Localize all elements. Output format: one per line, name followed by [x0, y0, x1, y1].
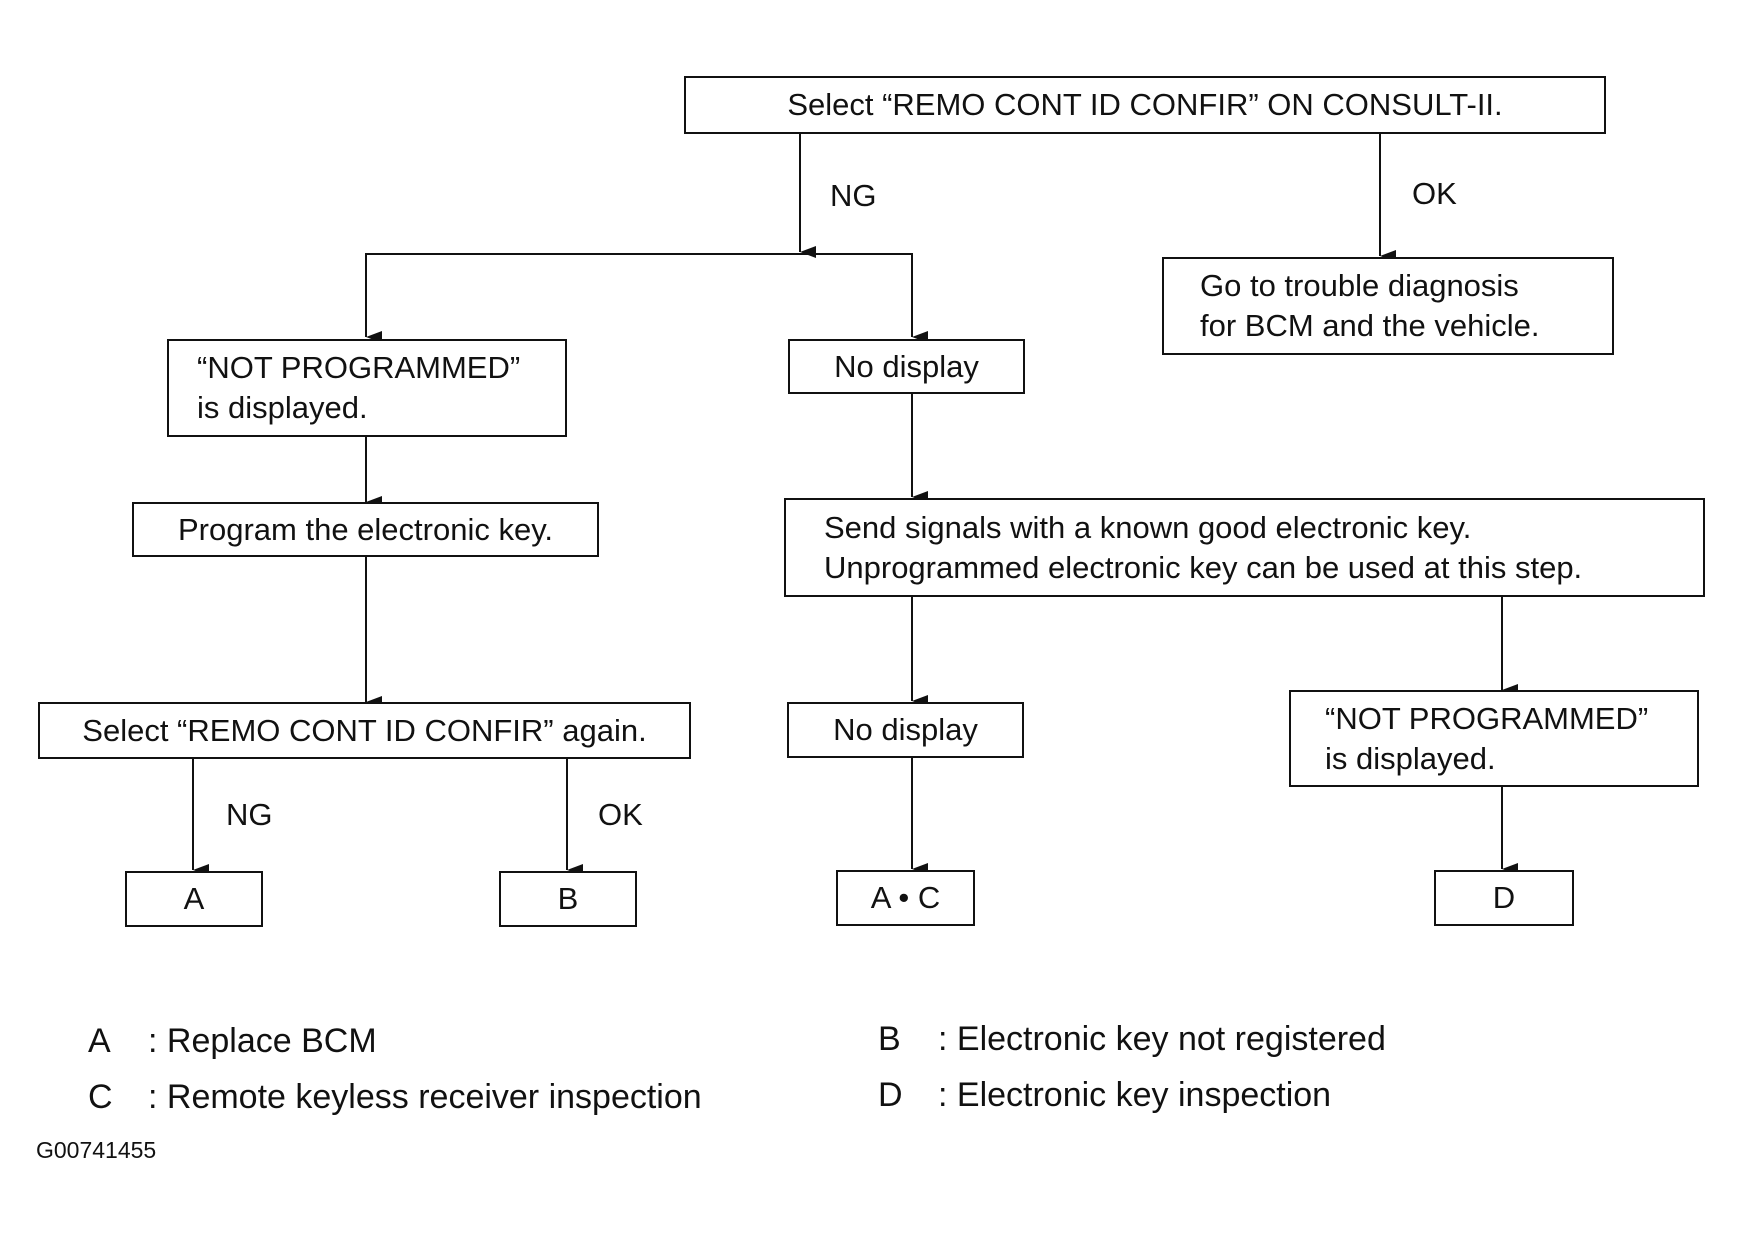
not-programmed-box-1: “NOT PROGRAMMED” is displayed.	[167, 339, 567, 437]
not-programmed-box-2: “NOT PROGRAMMED” is displayed.	[1289, 690, 1699, 787]
not-programmed-2-line-1: “NOT PROGRAMMED”	[1325, 700, 1649, 736]
legend-key-b: B	[878, 1020, 901, 1058]
ng-split-line	[365, 253, 913, 336]
no-display-1-text: No display	[834, 348, 979, 384]
ng-label-bottom: NG	[226, 797, 273, 832]
not-programmed-1-line-1: “NOT PROGRAMMED”	[197, 350, 521, 385]
legend-text-a: : Replace BCM	[148, 1022, 377, 1060]
legend-key-d: D	[878, 1076, 903, 1114]
no-display-2-text: No display	[833, 712, 978, 747]
start-box-text: Select “REMO CONT ID CONFIR” ON CONSULT-…	[787, 87, 1503, 122]
program-key-box: Program the electronic key.	[132, 502, 599, 557]
legend-key-c: C	[88, 1078, 113, 1116]
send-signals-line-2: Unprogrammed electronic key can be used …	[824, 549, 1583, 585]
start-box: Select “REMO CONT ID CONFIR” ON CONSULT-…	[684, 76, 1606, 134]
result-b-box: B	[499, 871, 637, 927]
legend-text-b: : Electronic key not registered	[938, 1020, 1386, 1058]
legend-text-d: : Electronic key inspection	[938, 1076, 1332, 1114]
legend-key-a: A	[88, 1022, 111, 1060]
send-signals-box: Send signals with a known good electroni…	[784, 498, 1705, 597]
figure-code: G00741455	[36, 1137, 157, 1163]
result-d-box: D	[1434, 870, 1574, 926]
result-ac-text: A • C	[870, 880, 941, 915]
legend-text-c: : Remote keyless receiver inspection	[148, 1078, 702, 1116]
ok-branch-line-1: Go to trouble diagnosis	[1200, 268, 1519, 303]
result-b-text: B	[557, 881, 579, 916]
ok-label-top: OK	[1412, 176, 1457, 211]
ok-branch-box: Go to trouble diagnosis for BCM and the …	[1162, 257, 1614, 355]
not-programmed-2-line-2: is displayed.	[1325, 740, 1496, 776]
program-key-text: Program the electronic key.	[177, 511, 554, 547]
result-d-text: D	[1492, 880, 1516, 915]
select-again-box: Select “REMO CONT ID CONFIR” again.	[38, 702, 691, 759]
not-programmed-1-line-2: is displayed.	[197, 390, 368, 425]
ok-branch-line-2: for BCM and the vehicle.	[1200, 308, 1540, 343]
no-display-box-1: No display	[788, 339, 1025, 394]
ng-label-top: NG	[830, 178, 877, 213]
result-a-text: A	[183, 881, 205, 916]
select-again-text: Select “REMO CONT ID CONFIR” again.	[82, 712, 647, 748]
ok-label-bottom: OK	[598, 797, 643, 832]
send-signals-line-1: Send signals with a known good electroni…	[824, 509, 1472, 545]
result-ac-box: A • C	[836, 870, 975, 926]
no-display-box-2: No display	[787, 702, 1024, 758]
result-a-box: A	[125, 871, 263, 927]
